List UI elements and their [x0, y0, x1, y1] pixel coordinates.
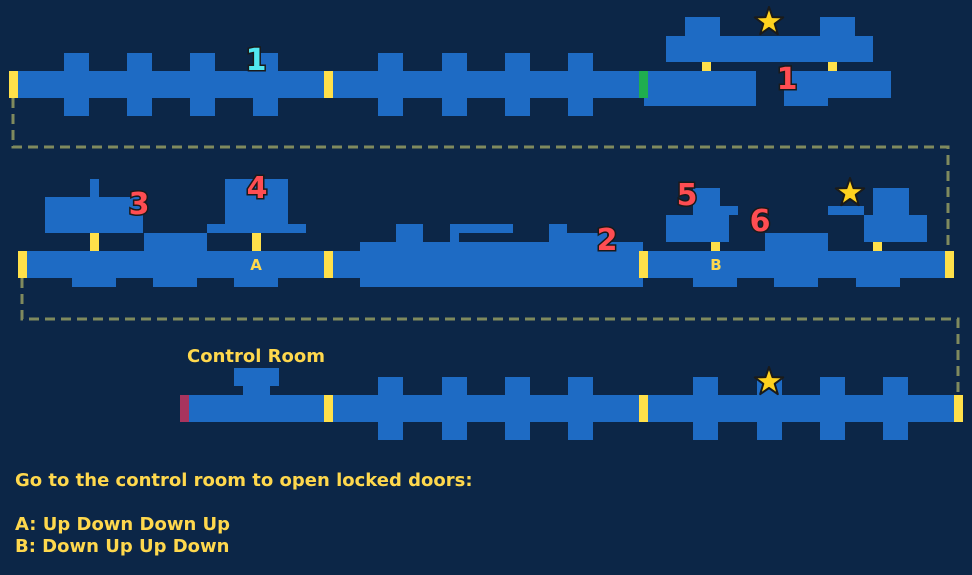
area-number: 2: [597, 223, 618, 258]
instructions-door-b: B: Down Up Up Down: [15, 536, 230, 557]
door-b-label: B: [710, 256, 721, 274]
control-room-label: Control Room: [187, 346, 325, 367]
area-number: 4: [247, 171, 268, 206]
door-b: [711, 242, 720, 251]
door: [702, 62, 711, 71]
area-number-cyan: 1: [246, 43, 267, 78]
door: [18, 251, 27, 278]
star-icon: [753, 6, 785, 36]
door: [873, 242, 882, 251]
row1-doors: [9, 62, 837, 98]
area-number: 5: [677, 178, 698, 213]
locked-door: [180, 395, 189, 422]
row1-rooms: [14, 17, 891, 116]
door: [954, 395, 963, 422]
star-icon: [753, 366, 785, 396]
green-door: [639, 71, 648, 98]
instructions-door-a: A: Up Down Down Up: [15, 514, 231, 535]
area-number: 3: [129, 187, 150, 222]
door: [324, 71, 333, 98]
door: [324, 251, 333, 278]
door: [639, 251, 648, 278]
door: [90, 233, 99, 251]
door-a-label: A: [250, 256, 262, 274]
door: [639, 395, 648, 422]
row2-doors: [18, 233, 954, 278]
area-number: 6: [750, 204, 771, 239]
row3-doors: [180, 395, 963, 422]
door: [9, 71, 18, 98]
connector-paths: [11, 98, 960, 396]
door: [324, 395, 333, 422]
row3-rooms: [185, 368, 958, 440]
stars: [753, 6, 866, 396]
door-a: [252, 233, 261, 251]
door: [828, 62, 837, 71]
door: [945, 251, 954, 278]
connector-row1-row2: [11, 98, 950, 252]
connector-row2-row3: [20, 278, 960, 396]
star-icon: [834, 177, 866, 207]
instructions-title: Go to the control room to open locked do…: [15, 470, 473, 491]
row2-rooms: [22, 179, 950, 287]
area-number: 1: [777, 62, 798, 97]
